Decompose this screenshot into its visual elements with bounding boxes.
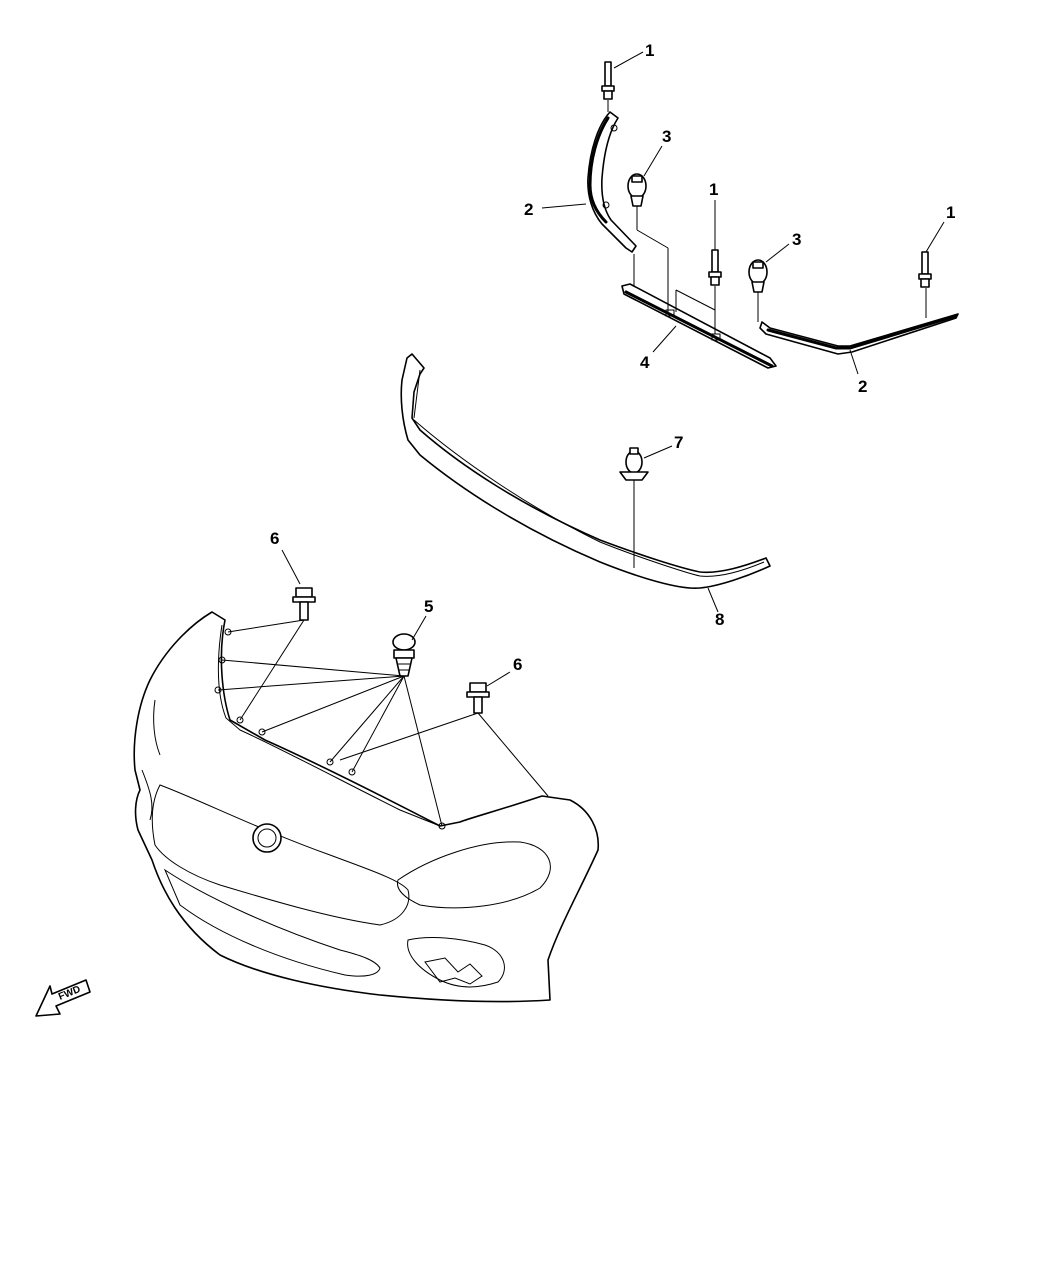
callout-1-middle: 1 [709, 180, 718, 199]
bolt-part-6-right [466, 682, 490, 714]
bolt-part-6-left [292, 587, 316, 621]
rivet-part-1-right [918, 251, 932, 288]
callout-8: 8 [715, 610, 724, 629]
callout-3-right: 3 [792, 230, 801, 249]
callout-3-left: 3 [662, 127, 671, 146]
lower-lip-part-8 [400, 353, 771, 590]
callout-2-right: 2 [858, 377, 867, 396]
leader-lines [217, 51, 945, 827]
callout-7: 7 [674, 433, 683, 452]
callout-1-right: 1 [946, 203, 955, 222]
push-clip-part-3-left [627, 173, 647, 207]
center-bracket-part-4 [621, 283, 777, 369]
callout-6-right: 6 [513, 655, 522, 674]
side-bracket-part-2-right [759, 313, 959, 355]
push-fastener-part-5 [392, 633, 416, 677]
push-clip-part-3-right [748, 259, 768, 293]
callout-2-left: 2 [524, 200, 533, 219]
callout-6-left: 6 [270, 529, 279, 548]
side-bracket-part-2-left [587, 111, 637, 253]
callout-numbers: 1 3 2 1 3 1 4 2 7 8 6 5 6 [270, 41, 955, 674]
front-bumper-fascia [133, 611, 600, 1003]
clip-part-7 [619, 447, 649, 481]
rivet-part-1-middle [708, 249, 722, 286]
forward-direction-arrow: FWD [35, 979, 91, 1017]
callout-4: 4 [640, 353, 650, 372]
rivet-part-1-top [601, 61, 615, 100]
callout-1-top: 1 [645, 41, 654, 60]
callout-5: 5 [424, 597, 433, 616]
